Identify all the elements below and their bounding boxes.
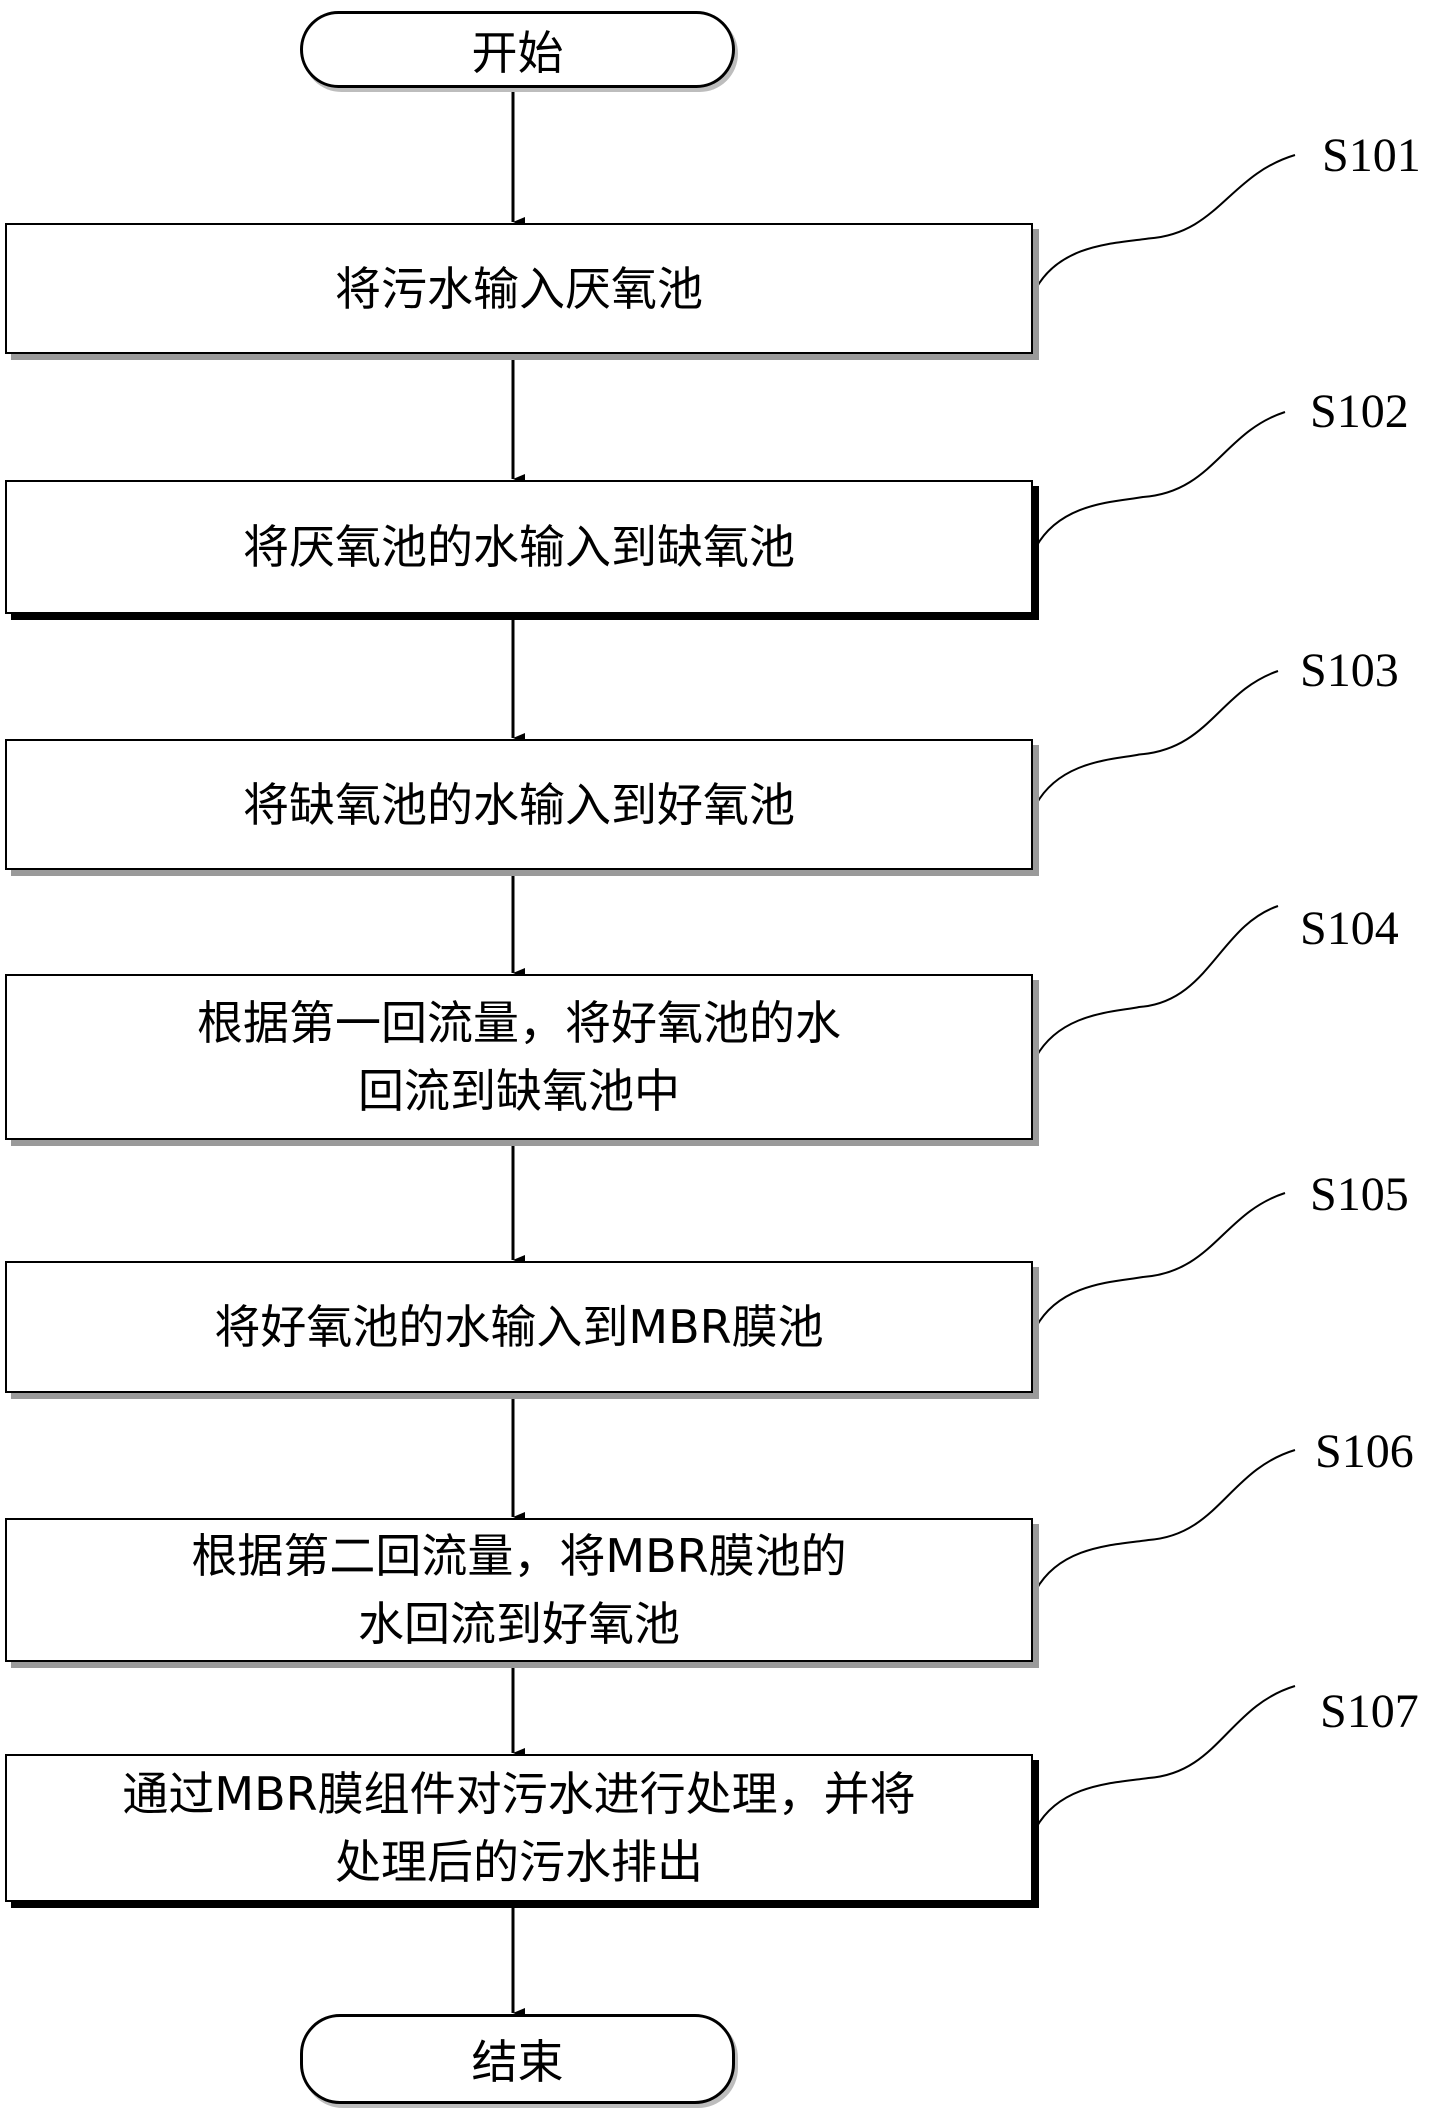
step-box-s101: 将污水输入厌氧池 [5, 223, 1033, 354]
step-label-s103: S103 [1300, 644, 1399, 697]
step-label-s105: S105 [1310, 1168, 1409, 1221]
leader-line-s106 [1035, 1449, 1296, 1591]
step-label-s102: S102 [1310, 385, 1409, 438]
step-text-s107-line1: 通过MBR膜组件对污水进行处理，并将 [122, 1767, 916, 1821]
step-box-s102: 将厌氧池的水输入到缺氧池 [5, 480, 1033, 614]
step-text-s105: 将好氧池的水输入到MBR膜池 [214, 1300, 824, 1354]
step-text-s104-line1: 根据第一回流量，将好氧池的水 [197, 996, 841, 1050]
step-text-s104-line2: 回流到缺氧池中 [358, 1064, 680, 1118]
leader-line-s102 [1035, 411, 1286, 548]
step-text-s101: 将污水输入厌氧池 [335, 261, 703, 316]
step-text-s106-line1: 根据第二回流量，将MBR膜池的 [191, 1529, 847, 1583]
step-box-s106: 根据第二回流量，将MBR膜池的 水回流到好氧池 [5, 1518, 1033, 1662]
step-text-s102: 将厌氧池的水输入到缺氧池 [243, 520, 795, 574]
leader-line-s103 [1035, 670, 1279, 805]
leader-line-s105 [1035, 1192, 1286, 1328]
step-box-s104: 根据第一回流量，将好氧池的水 回流到缺氧池中 [5, 974, 1033, 1140]
step-label-s106: S106 [1315, 1425, 1414, 1478]
step-box-s103: 将缺氧池的水输入到好氧池 [5, 739, 1033, 870]
step-box-s107: 通过MBR膜组件对污水进行处理，并将 处理后的污水排出 [5, 1754, 1033, 1902]
leader-line-s101 [1035, 154, 1296, 289]
step-text-s103: 将缺氧池的水输入到好氧池 [243, 777, 795, 832]
step-label-s107: S107 [1320, 1685, 1419, 1738]
end-terminal: 结束 [300, 2014, 735, 2104]
step-label-s101: S101 [1322, 129, 1421, 182]
step-text-s106-line2: 水回流到好氧池 [358, 1597, 680, 1651]
start-terminal: 开始 [300, 11, 735, 88]
leader-line-s107 [1035, 1685, 1296, 1829]
leader-line-s104 [1035, 905, 1279, 1058]
end-label: 结束 [471, 2035, 564, 2089]
start-label: 开始 [471, 25, 564, 80]
step-label-s104: S104 [1300, 902, 1399, 955]
step-box-s105: 将好氧池的水输入到MBR膜池 [5, 1261, 1033, 1393]
step-text-s107-line2: 处理后的污水排出 [335, 1835, 703, 1889]
